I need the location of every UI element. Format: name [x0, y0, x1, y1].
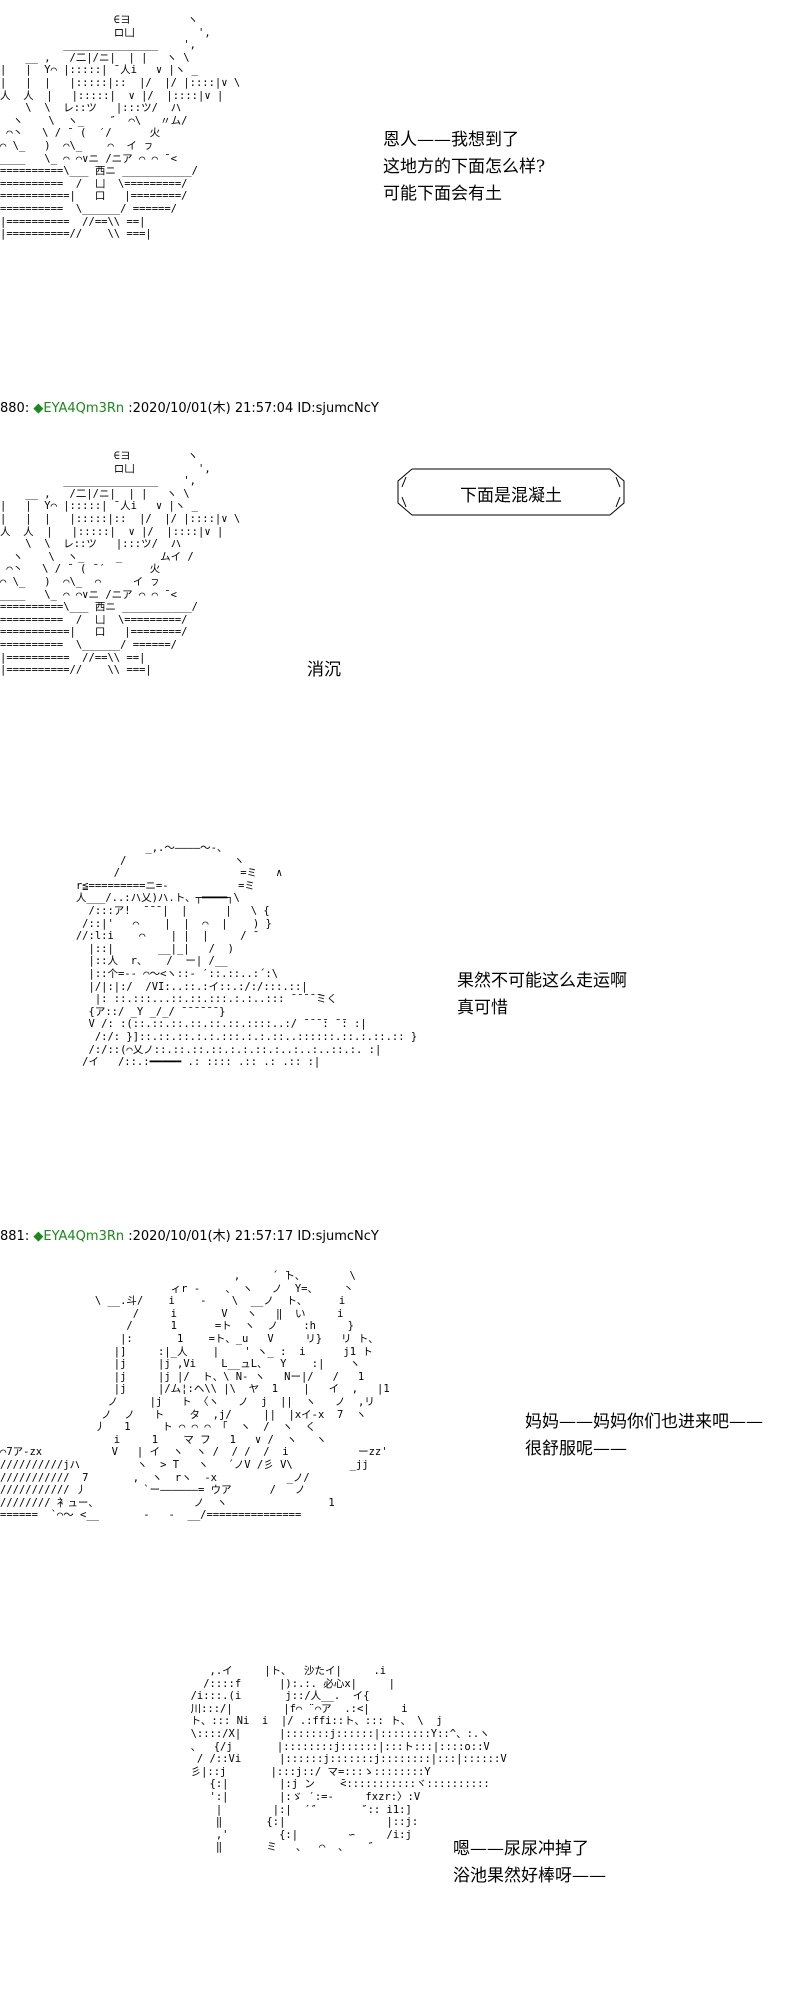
- poster-tripcode: ◆EYA4Qm3Rn: [33, 401, 125, 416]
- ascii-art-character-bath-2: ∈ヨ ヽ ロ凵 ', _______________ ', __ , /二|/ニ…: [0, 450, 241, 677]
- post-header-880: 880: ◆EYA4Qm3Rn :2020/10/01(木) 21:57:04 …: [0, 397, 379, 416]
- dialog-panel-4: 妈妈——妈妈你们也进来吧—— 很舒服呢——: [525, 1409, 763, 1463]
- sound-effect-text: 消沉: [307, 660, 341, 680]
- post-separator: :: [24, 401, 30, 416]
- dialog-line: 可能下面会有土: [383, 184, 502, 204]
- post-timestamp: :2020/10/01(木) 21:57:17 ID:sjumcNcY: [128, 1229, 379, 1244]
- dialog-panel-3: 果然不可能这么走运啊 真可惜: [457, 968, 627, 1022]
- ascii-art-characters-in-bath: , ´ ̄ト、 \ ィr - 、 ヽ ノ Y=、 丶 \ __.斗/ i - \…: [0, 1270, 390, 1522]
- post-timestamp: :2020/10/01(木) 21:57:04 ID:sjumcNcY: [128, 401, 379, 416]
- post-header-881: 881: ◆EYA4Qm3Rn :2020/10/01(木) 21:57:17 …: [0, 1225, 379, 1244]
- ascii-art-character-hat: _,.〜――――〜-、 / ヽ / =ミ ∧ r≦=========ニ=- =ミ…: [75, 842, 418, 1069]
- speech-bubble: [397, 468, 625, 516]
- post-separator: :: [24, 1229, 30, 1244]
- dialog-line: 果然不可能这么走运啊: [457, 971, 627, 991]
- dialog-line: 嗯——尿尿冲掉了: [453, 1839, 589, 1859]
- post-number[interactable]: 881: [0, 1229, 25, 1244]
- dialog-line: 恩人——我想到了: [383, 130, 519, 150]
- bubble-text: 下面是混凝土: [460, 486, 562, 506]
- ascii-art-character-standing: ,.イ |ト、 沙たイ| .i /::::f |):.:. 必心x| | /i:…: [190, 1665, 507, 1854]
- post-number[interactable]: 880: [0, 401, 25, 416]
- dialog-line: 浴池果然好棒呀——: [453, 1866, 606, 1886]
- dialog-line: 真可惜: [457, 998, 508, 1018]
- dialog-line: 这地方的下面怎么样?: [383, 157, 546, 177]
- poster-tripcode: ◆EYA4Qm3Rn: [33, 1229, 125, 1244]
- dialog-panel-5: 嗯——尿尿冲掉了 浴池果然好棒呀——: [453, 1836, 606, 1890]
- dialog-line: 很舒服呢——: [525, 1439, 627, 1459]
- dialog-panel-1: 恩人——我想到了 这地方的下面怎么样? 可能下面会有土: [383, 127, 545, 208]
- dialog-line: 妈妈——妈妈你们也进来吧——: [525, 1412, 763, 1432]
- ascii-art-character-bath: ∈ヨ ヽ ロ凵 ', _______________ ', __ , /二|/ニ…: [0, 14, 241, 241]
